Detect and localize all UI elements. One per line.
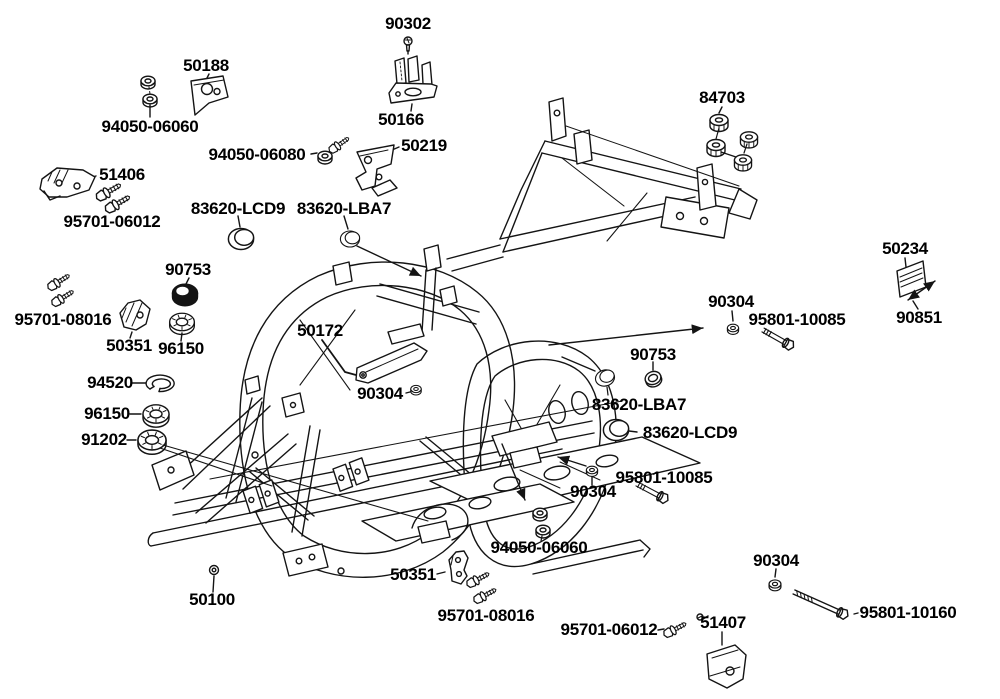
snap-ring-icon [145,374,175,393]
bolt-icon [471,584,499,607]
nut-icon [726,323,740,335]
nut-icon [317,150,333,165]
leader-83620-lba7-left [343,215,349,230]
grommet-icon [733,154,753,172]
bolt-90851-icon [907,280,936,301]
arrow-90304-right [548,324,704,346]
bolt-icon [326,133,352,156]
leader-90304-right [731,310,734,322]
leader-94050-06080 [310,152,318,155]
leader-90304-center [405,391,411,394]
bolt-icon [661,618,689,641]
leader-50234 [904,257,907,268]
leader-95801-10160 [853,612,859,615]
bolt-95801-10085-icon [761,327,795,351]
leader-50100 [212,575,215,593]
arrow-83620-lba7 [356,245,422,277]
grommet-icon [706,138,726,158]
arrow-94050-06060 [501,443,526,501]
cap-icon [602,418,630,442]
nut-icon [585,465,599,477]
leader-50351-left [129,331,133,339]
bracket-50351-left-icon [119,299,151,331]
leader-83620-lba7-right [561,356,596,372]
nut-icon [410,384,422,396]
nut-icon [532,507,548,522]
arrow-90304-bottom-center [557,455,587,467]
grommet-icon [739,131,759,149]
leader-95701-06012-bottom [657,628,665,631]
frame-illustration [147,97,758,578]
bearing-icon [168,312,196,336]
cap-icon [593,367,617,389]
bracket-50351-bottom-icon [448,550,469,585]
nut-icon [768,579,782,592]
bolt-icon [464,568,492,591]
leader-50351-bottom [436,571,446,575]
screw-90302-icon [403,36,413,55]
plate-50188-icon [190,75,229,116]
bearing-icon [137,429,167,456]
bearing-90753-icon [171,283,199,307]
leader-96150-upper [180,332,183,342]
bolt-icon [44,270,73,294]
cap-icon [227,227,255,251]
leader-83620-lcd9-left [237,215,241,228]
leader-90753-left [185,277,190,285]
bracket-50172-icon [355,342,428,384]
bolt-95801-10160-icon [792,589,849,621]
bracket-51406-icon [39,167,96,201]
cap-icon [339,230,361,248]
bracket-50219-icon [355,144,398,197]
plate-50234-icon [896,260,927,298]
screw-icon [696,613,709,621]
nut-icon [140,75,156,90]
nut-icon [535,524,551,539]
leader-83620-lcd9-right [628,430,638,433]
bearing-icon [142,404,170,428]
bracket-50166-icon [388,55,438,104]
leader-90851 [912,300,919,310]
bolt-95801-10085-bottom-icon [635,481,669,505]
leader-50166 [410,103,413,112]
leader-50172 [321,339,357,376]
bracket-51407-icon [706,644,747,689]
ring-icon [642,368,665,390]
leader-84703 [718,106,723,114]
callouts [39,36,936,689]
leader-90304-bottom-right [774,568,777,578]
